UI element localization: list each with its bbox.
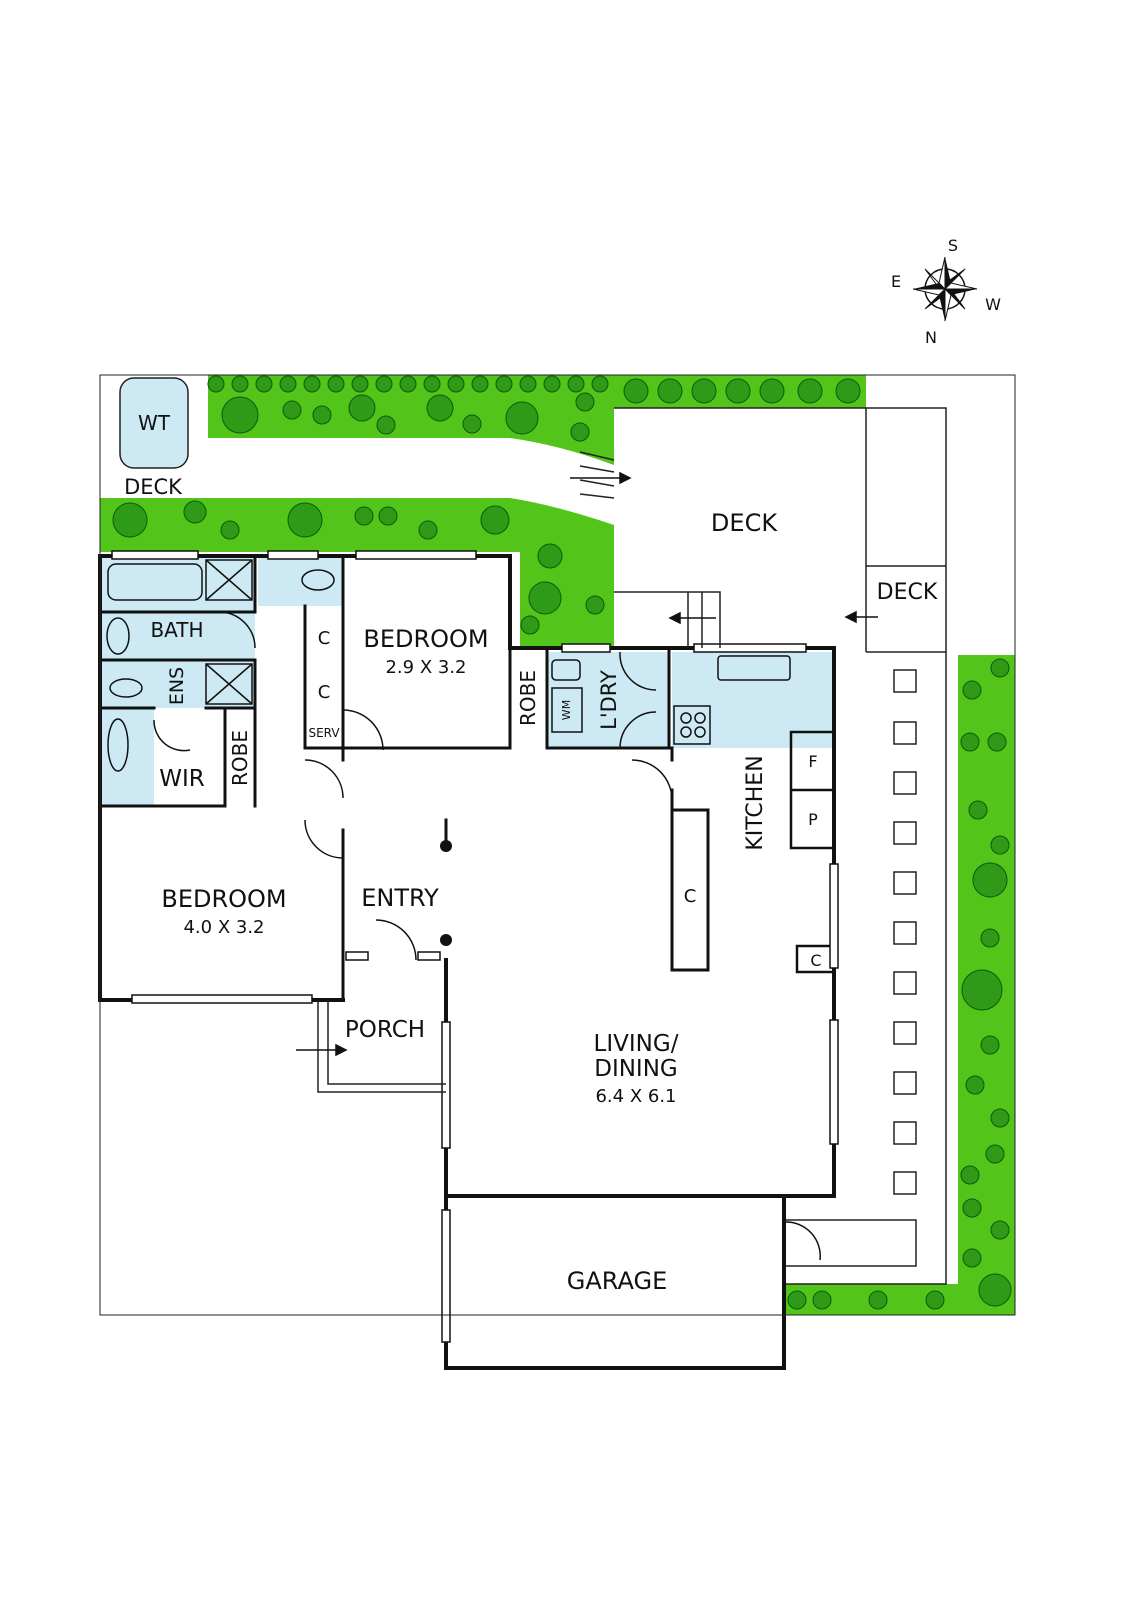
entry-arrows	[296, 471, 878, 1057]
robe-left-label: ROBE	[228, 730, 252, 786]
living-size: 6.4 X 6.1	[595, 1086, 676, 1107]
wir-label: WIR	[159, 766, 205, 792]
robe-mid-label: ROBE	[516, 670, 540, 726]
bath-label: BATH	[150, 618, 203, 642]
garden-areas	[100, 375, 1015, 1315]
deck-outlines	[99, 374, 1016, 1316]
compass-s-label: S	[948, 236, 958, 255]
kitchen-label: KITCHEN	[743, 755, 768, 850]
bedroom2-size: 4.0 X 3.2	[183, 917, 264, 938]
bathroom-fixtures	[106, 559, 791, 772]
stepping-stones	[893, 669, 917, 1195]
compass-rose	[912, 256, 978, 322]
posts	[440, 840, 452, 946]
wt-label: WT	[138, 411, 171, 435]
porch-label: PORCH	[345, 1017, 425, 1043]
door-swings	[153, 611, 821, 1261]
deck-small-label: DECK	[124, 475, 183, 499]
windows	[111, 550, 839, 1343]
compass-w-label: W	[985, 295, 1001, 314]
entry-label: ENTRY	[361, 884, 439, 912]
cupboard2-label: C	[318, 682, 331, 703]
compass-n-label: N	[925, 328, 937, 347]
deck-side-label: DECK	[877, 580, 938, 605]
laundry-label: L'DRY	[597, 670, 621, 730]
wm-label: WM	[560, 700, 573, 720]
shrubs	[112, 375, 1012, 1310]
bedroom1-size: 2.9 X 3.2	[385, 657, 466, 678]
bedroom2-name: BEDROOM	[161, 885, 286, 913]
garage-label: GARAGE	[567, 1267, 667, 1295]
pantry-label: P	[808, 810, 818, 829]
cupboard-living-label: C	[810, 951, 821, 970]
cupboard1-label: C	[318, 628, 331, 649]
ens-label: ENS	[166, 667, 188, 705]
bedroom1-name: BEDROOM	[363, 625, 488, 653]
serv-label: SERV	[308, 726, 340, 740]
compass-e-label: E	[891, 272, 901, 291]
room-labels: WT DECK DECK DECK BATH ENS WIR ROBE ROBE…	[124, 411, 938, 1295]
fridge-label: F	[808, 752, 817, 771]
compass-labels: S E W N	[891, 236, 1001, 347]
cupboard-kitchen-label: C	[684, 886, 697, 907]
living-label-line2: DINING	[594, 1056, 678, 1082]
deck-main-label: DECK	[711, 509, 778, 537]
living-label-line1: LIVING/	[594, 1031, 679, 1057]
